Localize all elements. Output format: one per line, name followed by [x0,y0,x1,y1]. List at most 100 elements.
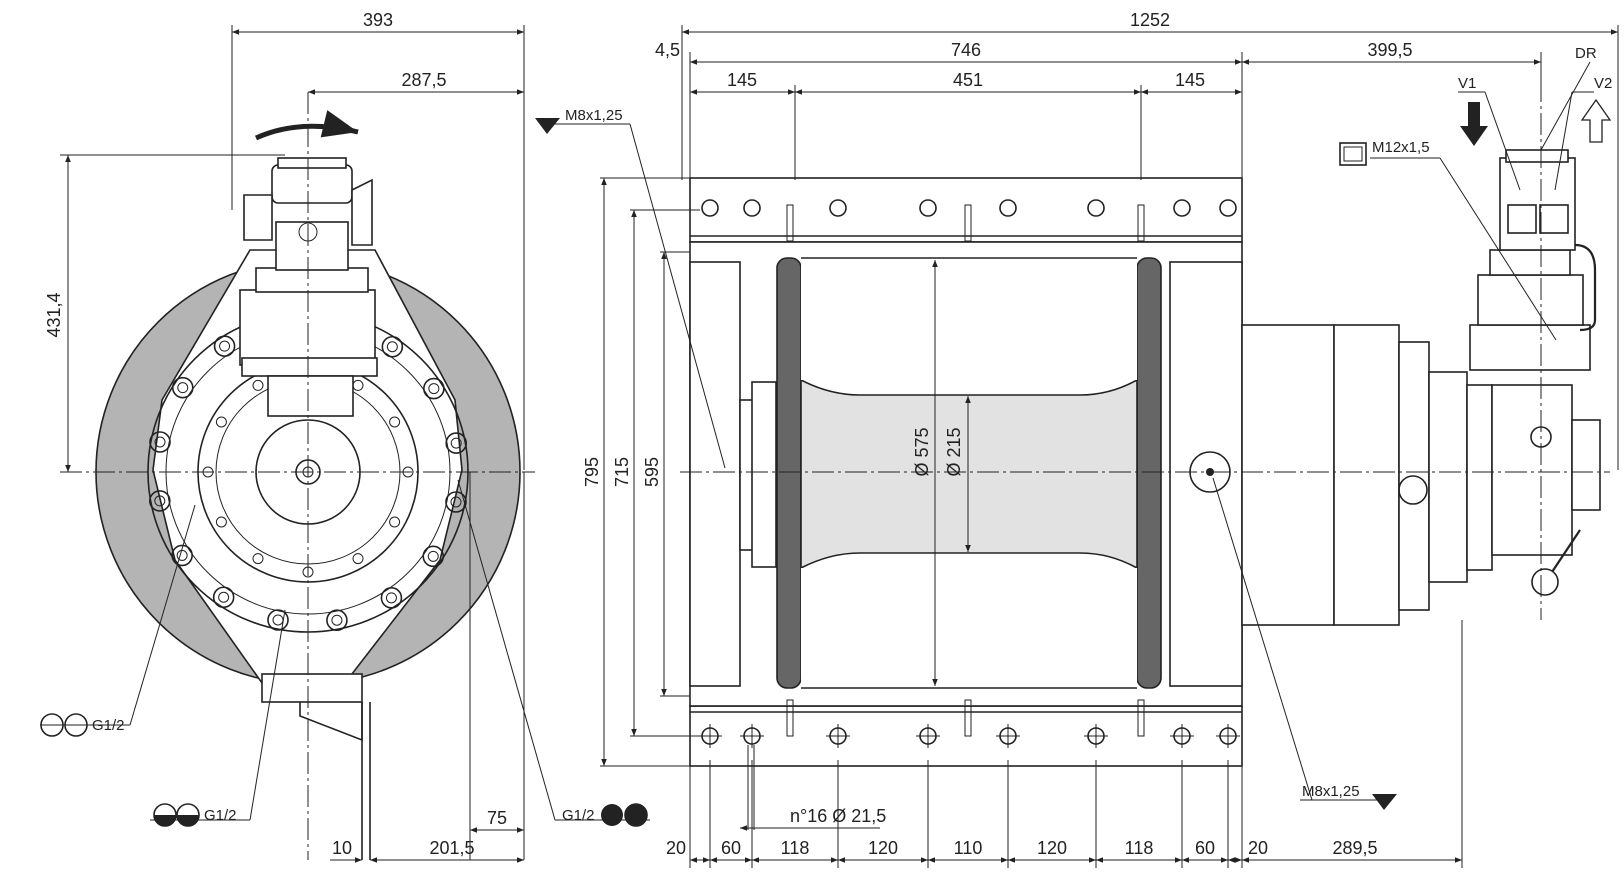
bottom-chain-dim: 118 [1125,838,1154,858]
bottom-dimension-chain: 20 60 118 120 110 120 118 60 20 [666,760,1268,868]
g-half-left-1: G1/2 [92,717,125,734]
triangle-down-icon [1372,794,1397,810]
triangle-down-icon [535,118,560,134]
frame-top-bar [689,177,1243,243]
bottom-chain-dim: 60 [1195,838,1215,858]
dim-746: 746 [951,40,981,60]
gearbox-ring [1333,324,1400,626]
dr-label: DR [1575,45,1597,62]
motor-cap [271,164,353,204]
hub-bolt [389,416,401,428]
top-hole [743,199,761,217]
dim-451: 451 [953,70,983,90]
top-hole [1173,199,1191,217]
hydraulic-hose [1574,243,1597,332]
motor-port-block-2 [1539,204,1569,234]
left-side-plate [689,261,741,687]
dim-393: 393 [363,10,393,30]
top-hole [701,199,719,217]
drum-flange-left [776,257,802,689]
hub-bolt [252,553,264,565]
top-hole [1219,199,1237,217]
down-arrow-icon [1460,102,1488,146]
dim-399-5: 399,5 [1367,40,1412,60]
flange-bolt [445,432,468,454]
flange-bolt [423,377,445,400]
rotation-arrow-icon [254,110,359,141]
hub-bolt [252,379,264,391]
dim-431-4: 431,4 [44,292,64,337]
flange-bolt [171,544,193,567]
motor-side-valve-left [243,194,273,241]
bottom-chain-dim: 60 [721,838,741,858]
dim-4-5: 4,5 [655,40,680,60]
flange-bolt [445,491,467,513]
top-hole [919,199,937,217]
dim-145-left: 145 [727,70,757,90]
motor-port-block [1507,204,1537,234]
mounting-holes [698,199,1240,748]
motor-flange-front [1489,249,1571,276]
gearbox-step [1428,371,1468,583]
brake-housing [1491,384,1573,556]
dim-201-5: 201,5 [429,838,474,858]
double-circle-icon [40,713,64,737]
hub-bolt [215,516,227,528]
side-view: 393 287,5 431,4 75 201,5 10 G1/2 G1/2 [40,10,650,863]
dim-595: 595 [642,457,662,487]
gearbox-housing [1241,324,1335,626]
dim-795: 795 [582,457,602,487]
g-half-right: G1/2 [562,807,595,824]
m8-bottom-label: M8x1,25 [1302,783,1360,800]
bottom-chain-dim: 20 [1248,838,1268,858]
top-hole [1087,199,1105,217]
front-view: 1252 746 4,5 399,5 145 451 145 795 715 5… [535,10,1619,868]
motor-base [1469,324,1591,371]
bottom-chain-dim: 110 [954,838,983,858]
bottom-chain-dim: 118 [781,838,810,858]
dim-287-5: 287,5 [401,70,446,90]
half-filled-circle-icon [153,803,200,827]
flange-bolt [148,490,171,512]
hub-boss [267,375,354,417]
hub-bolt [215,416,227,428]
v2-label: V2 [1594,75,1612,92]
dim-10: 10 [332,838,352,858]
m8-top-label: M8x1,25 [565,107,623,124]
left-bearing-cap [751,381,777,568]
motor-top-cap [1505,149,1569,163]
up-arrow-icon [1580,98,1612,143]
motor-side-valve-right [351,178,373,246]
m12-label: M12x1,5 [1372,139,1430,156]
brake-lever [1549,529,1581,576]
flange-bolt [149,431,171,453]
flange-bolt [380,587,403,609]
dim-289-5: 289,5 [1332,838,1377,858]
brake-lever-knob [1531,568,1559,596]
motor-plate [241,357,378,377]
drum-cylinder [801,258,1137,380]
flange-bolt [212,586,235,609]
dim-145-right: 145 [1175,70,1205,90]
motor-head [1499,157,1576,251]
bottom-chain-dim: 120 [868,838,898,858]
flange-bolt [422,545,445,568]
flange-bolt [213,335,236,357]
brake-bracket [1571,419,1601,511]
motor-flange [255,267,369,293]
top-hole [999,199,1017,217]
dim-575: Ø 575 [912,427,932,476]
bottom-chain-dim: 120 [1037,838,1067,858]
dim-75: 75 [487,808,507,828]
bottom-chain-dim: 20 [666,838,686,858]
drum-flange-right [1136,257,1162,689]
right-side-plate [1169,261,1243,687]
dim-1252: 1252 [1130,10,1170,30]
flange-bolt [326,609,348,632]
base-foot [261,673,363,703]
flange-bolt [267,609,289,631]
top-hole [829,199,847,217]
motor-top-plate [277,157,347,169]
flange-bolt [171,376,194,399]
